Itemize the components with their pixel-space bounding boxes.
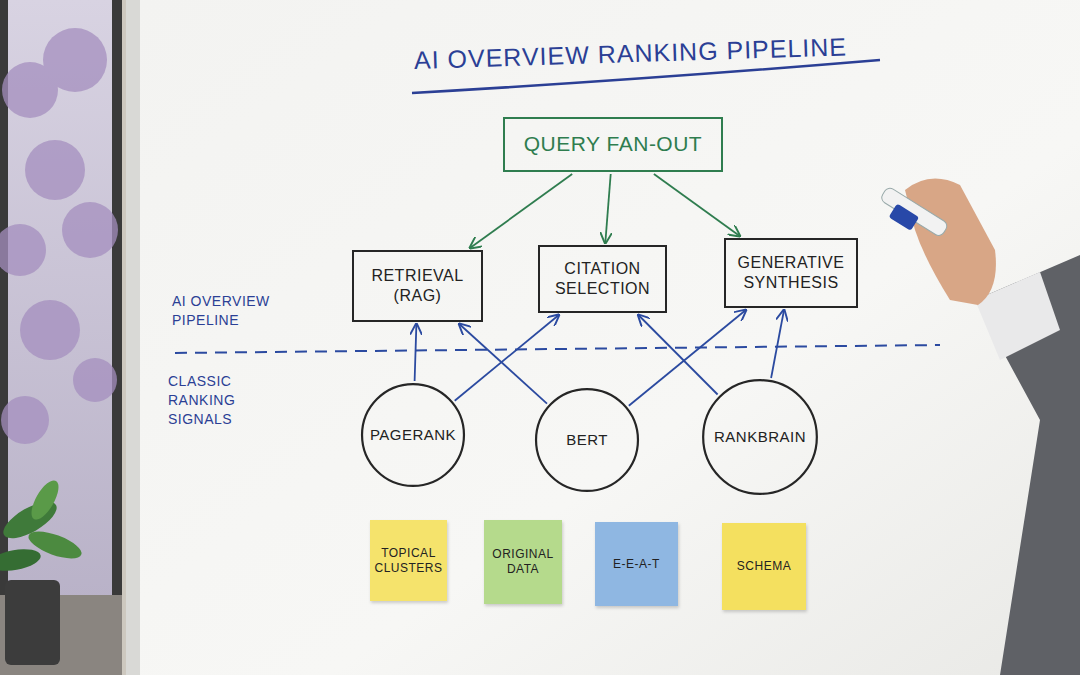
connector-arrow (470, 174, 572, 248)
signal-circle: RANKBRAIN (702, 379, 818, 495)
potted-plant (0, 476, 85, 665)
node-text: PAGERANK (370, 426, 456, 445)
node-text: RETRIEVAL (RAG) (359, 266, 476, 306)
start-box: QUERY FAN-OUT (503, 117, 723, 172)
node-text: E-E-A-T (613, 557, 660, 572)
connector-arrow (771, 310, 784, 378)
circle-outline-shape (362, 384, 464, 486)
sticky-note: E-E-A-T (595, 522, 678, 606)
blossom-trees (0, 28, 118, 444)
connector-arrow (455, 315, 559, 401)
signal-circle: BERT (535, 388, 639, 492)
connector-arrow (654, 174, 740, 236)
node-text: CITATION SELECTION (545, 259, 660, 299)
node-text: RANKBRAIN (714, 428, 806, 447)
node-text: ORIGINAL DATA (488, 547, 558, 577)
whiteboard-surface (140, 0, 1080, 675)
process-box: GENERATIVE SYNTHESIS (724, 238, 858, 308)
node-text: TOPICAL CLUSTERS (374, 546, 443, 576)
sticky-note: SCHEMA (722, 523, 806, 610)
sticky-note: ORIGINAL DATA (484, 520, 562, 604)
side-label: CLASSIC RANKING SIGNALS (168, 372, 288, 429)
connector-arrow (605, 174, 610, 243)
node-text: BERT (566, 431, 608, 450)
node-text: SCHEMA (737, 559, 791, 574)
circle-outline-shape (703, 380, 817, 494)
sticky-note: TOPICAL CLUSTERS (370, 520, 447, 601)
process-box: CITATION SELECTION (538, 245, 667, 313)
connector-arrow (629, 310, 746, 406)
circle-outline-shape (536, 389, 638, 491)
connector-arrow (638, 315, 717, 395)
board-frame (126, 0, 1080, 675)
window-frame (0, 0, 122, 675)
connector-arrow (459, 324, 547, 404)
side-label: AI OVERVIEW PIPELINE (172, 292, 282, 330)
signal-circle: PAGERANK (361, 383, 465, 487)
node-text: QUERY FAN-OUT (524, 131, 702, 157)
writing-hand (880, 179, 1080, 675)
dashed-divider (175, 345, 940, 353)
process-box: RETRIEVAL (RAG) (352, 250, 483, 322)
node-text: GENERATIVE SYNTHESIS (731, 253, 851, 293)
connector-arrow (415, 324, 417, 381)
